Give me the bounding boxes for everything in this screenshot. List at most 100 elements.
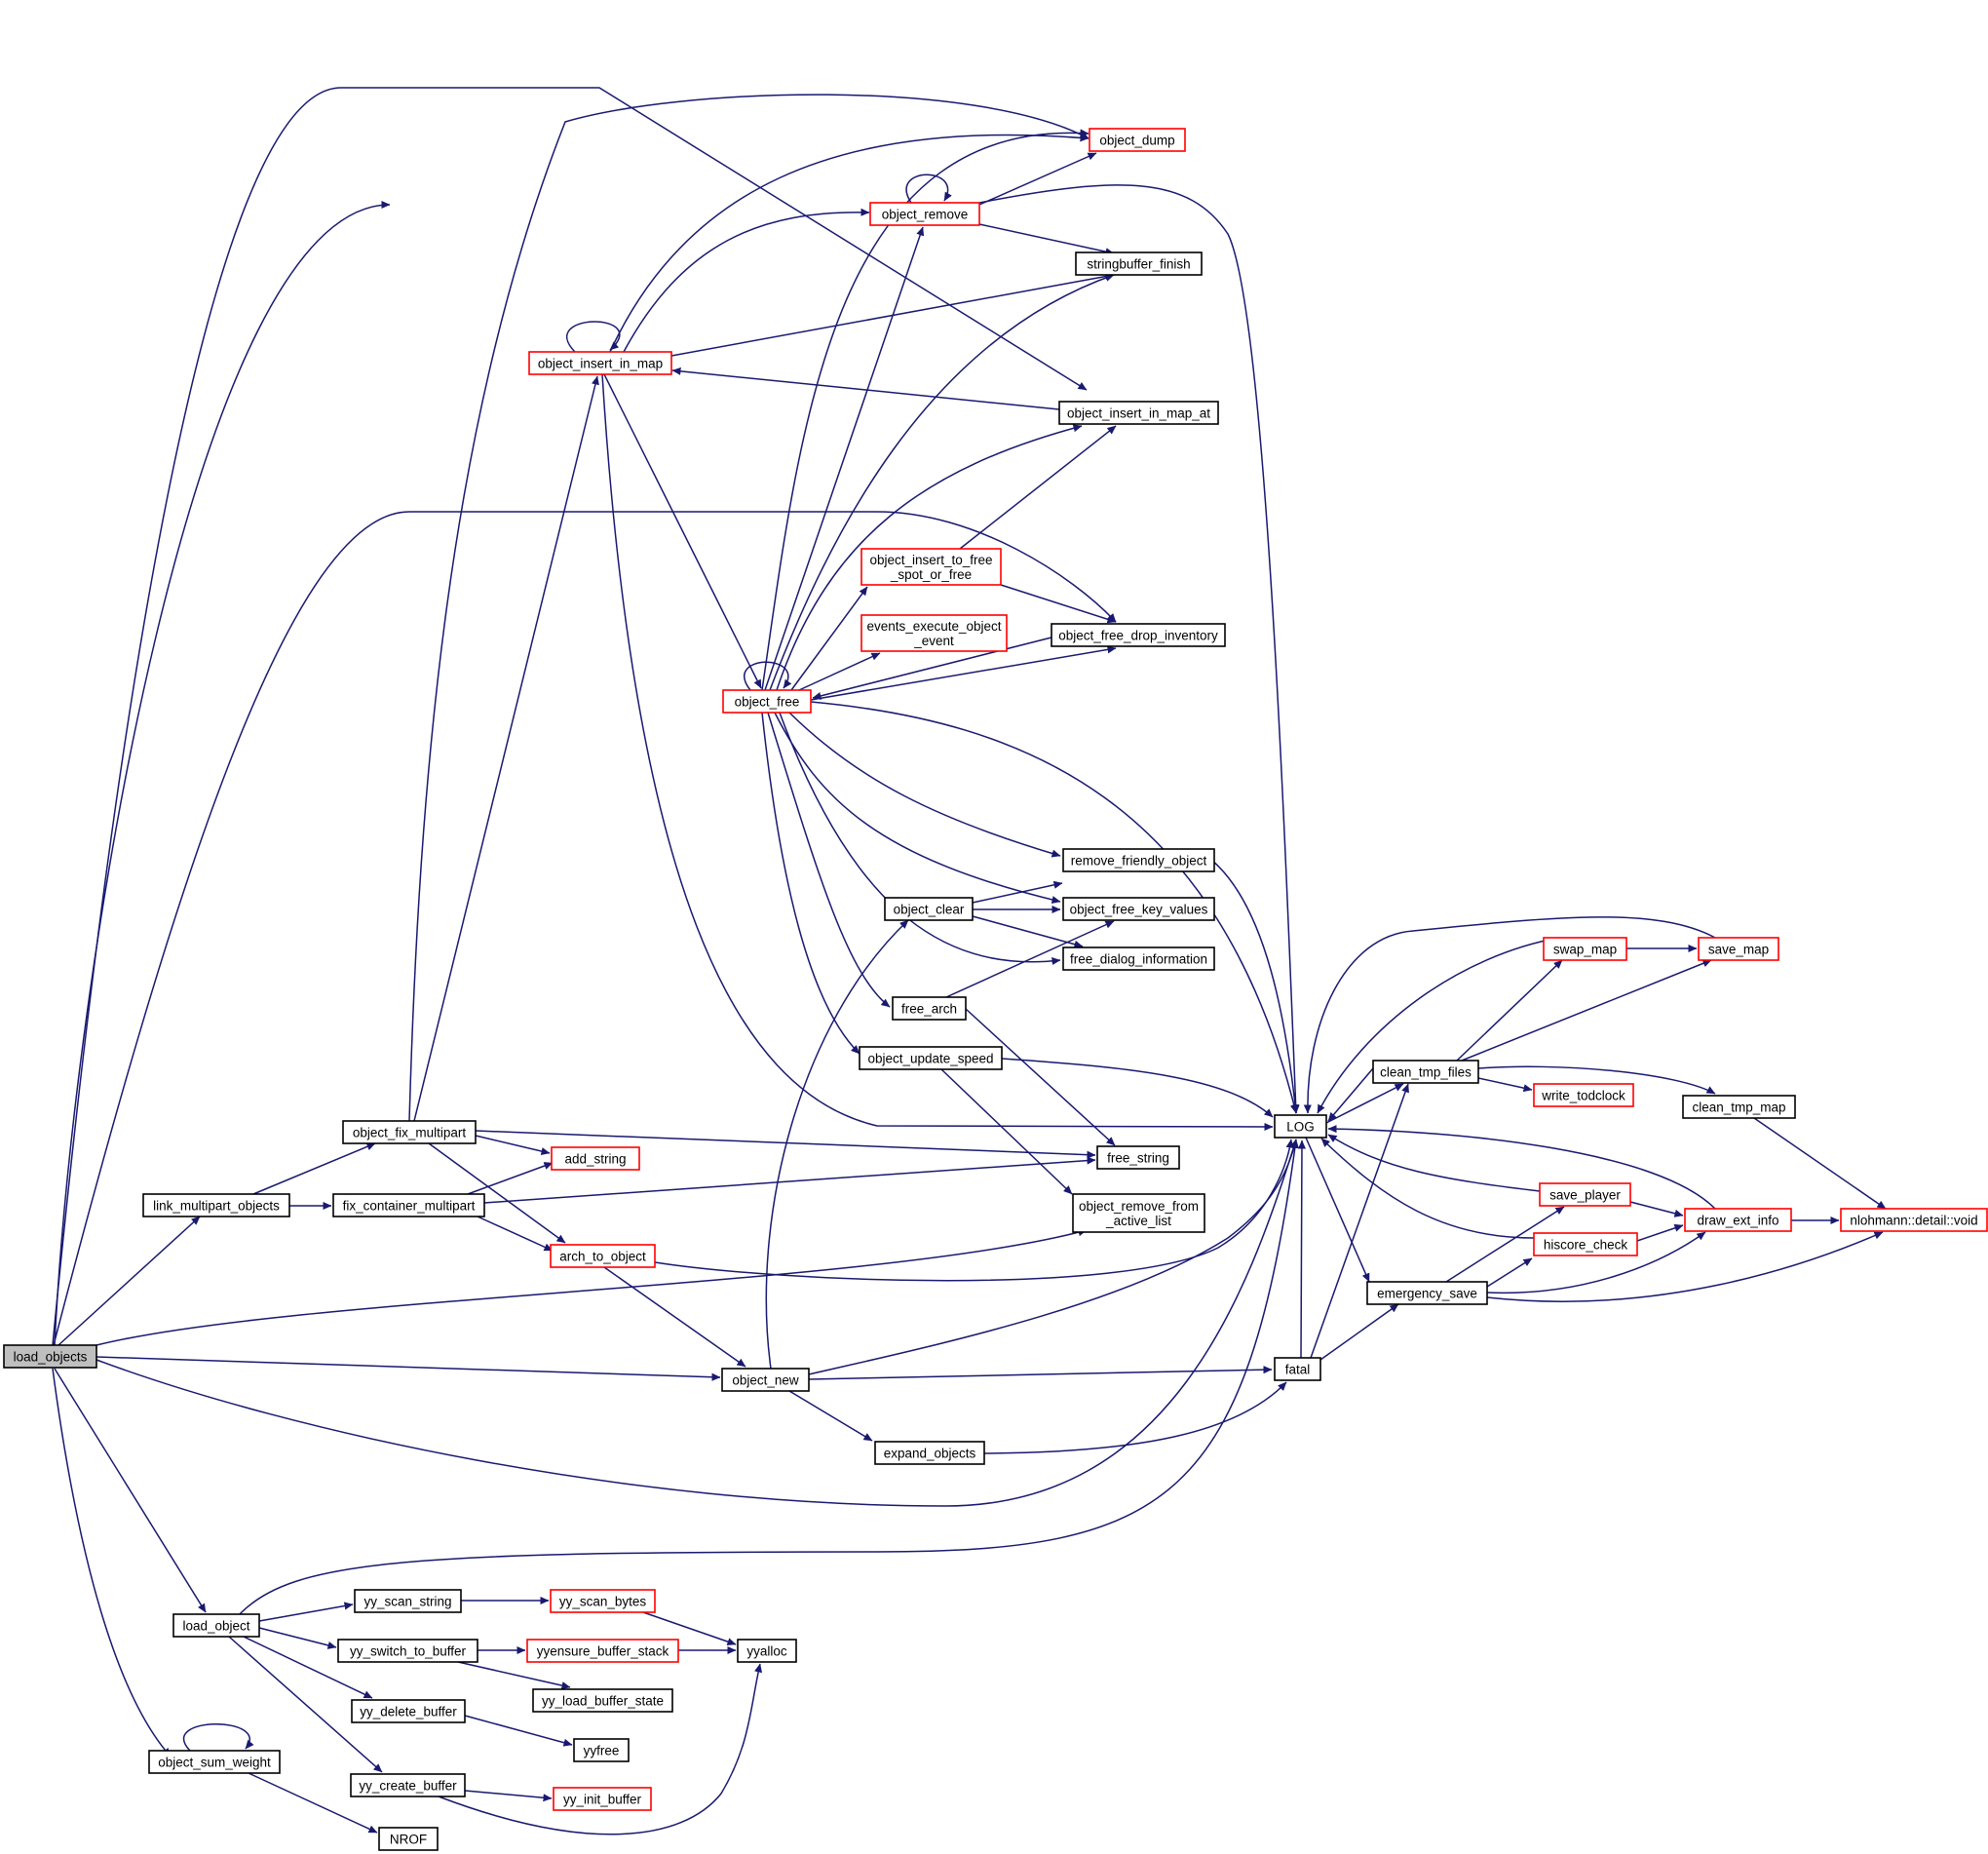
node-box: [1684, 1208, 1792, 1232]
edge-clean_tmp_files-to-save_map: [1461, 959, 1712, 1062]
node-yy-create-buffer[interactable]: yy_create_buffer: [350, 1773, 466, 1797]
edge-load_object-to-yy_scan_string: [258, 1602, 354, 1622]
node-fix-container-multipart[interactable]: fix_container_multipart: [332, 1193, 485, 1217]
node-LOG[interactable]: LOG: [1274, 1114, 1327, 1139]
edge-object_free_drop_inventory-to-object_free: [812, 637, 1052, 700]
node-yy-delete-buffer[interactable]: yy_delete_buffer: [351, 1699, 466, 1723]
node-yy-scan-string[interactable]: yy_scan_string: [354, 1589, 462, 1613]
node-draw-ext-info[interactable]: draw_ext_info: [1684, 1208, 1792, 1232]
node-yyfree[interactable]: yyfree: [573, 1738, 630, 1762]
edge-object_remove-to-LOG: [978, 184, 1300, 1114]
edge-object_sum_weight-to-NROF: [248, 1772, 378, 1834]
edge-yy_delete_buffer-to-yyfree: [464, 1715, 573, 1747]
edge-object_free-to-object_insert_in_map_at: [776, 424, 1083, 691]
node-object-new[interactable]: object_new: [721, 1368, 810, 1392]
node-object-update-speed[interactable]: object_update_speed: [859, 1046, 1003, 1070]
edge-hiscore_check-to-draw_ext_info: [1636, 1223, 1684, 1242]
node-remove-friendly-object[interactable]: remove_friendly_object: [1062, 848, 1215, 872]
edge-LOG-to-clean_tmp_files: [1325, 1083, 1404, 1124]
node-yy-scan-bytes[interactable]: yy_scan_bytes: [550, 1589, 656, 1613]
node-object-insert-in-map-at[interactable]: object_insert_in_map_at: [1058, 401, 1219, 425]
node-box: [1058, 401, 1219, 425]
edge-object_new-to-object_clear: [765, 919, 909, 1370]
node-box: [1533, 1232, 1638, 1256]
node-label: object_insert_in_map_at: [1067, 406, 1210, 421]
node-label: object_free: [735, 695, 800, 710]
node-object-free[interactable]: object_free: [722, 689, 812, 714]
edge-object_free-to-LOG: [810, 701, 1298, 1114]
node-box: [553, 1787, 652, 1811]
node-free-dialog-information[interactable]: free_dialog_information: [1062, 946, 1215, 971]
node-object-remove-from-active-list[interactable]: object_remove_from_active_list: [1072, 1193, 1205, 1233]
node-label: clean_tmp_map: [1692, 1101, 1785, 1115]
edge-object_update_speed-to-LOG: [1001, 1058, 1274, 1118]
node-label: emergency_save: [1377, 1287, 1477, 1301]
edge-object_update_speed-to-object_remove_from_active_list: [940, 1068, 1073, 1195]
edge-object_free-to-stringbuffer_finish: [769, 274, 1115, 691]
node-fatal[interactable]: fatal: [1274, 1357, 1321, 1381]
node-label: arch_to_object: [559, 1250, 646, 1264]
node-object-free-key-values[interactable]: object_free_key_values: [1062, 897, 1215, 921]
node-arch-to-object[interactable]: arch_to_object: [550, 1244, 656, 1268]
node-free-string[interactable]: free_string: [1096, 1145, 1180, 1170]
node-box: [859, 1046, 1003, 1070]
node-object-insert-to-free-spot-or-free[interactable]: object_insert_to_free_spot_or_free: [860, 548, 1002, 586]
edge-load_objects-to-LOG: [96, 1139, 1298, 1507]
edge-save_player-to-LOG: [1327, 1134, 1541, 1192]
edge-load_objects-to-object_sum_weight: [52, 1368, 172, 1757]
node-object-clear[interactable]: object_clear: [884, 897, 974, 921]
edge-load_objects-to-object_new: [96, 1356, 721, 1381]
node-add-string[interactable]: add_string: [551, 1146, 640, 1171]
node-label: yy_init_buffer: [563, 1793, 642, 1807]
node-yy-switch-to-buffer[interactable]: yy_switch_to_buffer: [337, 1639, 478, 1663]
edge-load_objects-to-link_multipart_objects: [57, 1216, 201, 1346]
nodes-layer: load_objectslink_multipart_objectsobject…: [3, 128, 1988, 1851]
node-save-player[interactable]: save_player: [1539, 1182, 1631, 1207]
node-swap-map[interactable]: swap_map: [1543, 937, 1627, 961]
node-stringbuffer-finish[interactable]: stringbuffer_finish: [1075, 251, 1203, 276]
edge-object_new-to-expand_objects: [788, 1390, 873, 1442]
node-label: object_sum_weight: [158, 1756, 271, 1770]
node-box: [1062, 946, 1215, 971]
node-label: free_string: [1107, 1151, 1169, 1166]
edge-clean_tmp_files-to-write_todclock: [1477, 1077, 1533, 1093]
node-box: [528, 351, 672, 375]
node-object-fix-multipart[interactable]: object_fix_multipart: [342, 1120, 477, 1144]
node-label: yy_delete_buffer: [360, 1705, 457, 1719]
node-clean-tmp-map[interactable]: clean_tmp_map: [1682, 1095, 1796, 1119]
node-object-dump[interactable]: object_dump: [1089, 128, 1186, 152]
node-object-sum-weight[interactable]: object_sum_weight: [148, 1750, 281, 1774]
node-expand-objects[interactable]: expand_objects: [874, 1441, 985, 1465]
node-write-todclock[interactable]: write_todclock: [1533, 1083, 1634, 1107]
node-events-execute-object-event[interactable]: events_execute_object_event: [860, 614, 1008, 652]
node-object-free-drop-inventory[interactable]: object_free_drop_inventory: [1051, 623, 1226, 647]
node-box: [737, 1639, 797, 1663]
node-free-arch[interactable]: free_arch: [892, 996, 967, 1021]
edge-fix_container_multipart-to-add_string: [467, 1162, 554, 1195]
node-hiscore-check[interactable]: hiscore_check: [1533, 1232, 1638, 1256]
edge-emergency_save-to-nlohmann_detail_void: [1486, 1231, 1884, 1302]
node-load-objects[interactable]: load_objects: [3, 1344, 97, 1369]
node-object-insert-in-map[interactable]: object_insert_in_map: [528, 351, 672, 375]
node-yy-load-buffer-state[interactable]: yy_load_buffer_state: [532, 1688, 673, 1713]
edge-free_arch-to-object_free_key_values: [945, 920, 1115, 998]
node-label: object_clear: [894, 903, 965, 917]
node-yyensure-buffer-stack[interactable]: yyensure_buffer_stack: [526, 1639, 679, 1663]
node-yyalloc[interactable]: yyalloc: [737, 1639, 797, 1663]
node-save-map[interactable]: save_map: [1698, 937, 1779, 961]
node-clean-tmp-files[interactable]: clean_tmp_files: [1372, 1060, 1479, 1084]
node-object-remove[interactable]: object_remove: [869, 202, 980, 226]
node-link-multipart-objects[interactable]: link_multipart_objects: [142, 1193, 290, 1217]
node-nlohmann-detail-void[interactable]: nlohmann::detail::void: [1840, 1208, 1988, 1232]
node-box: [1274, 1357, 1321, 1381]
node-label: yy_scan_bytes: [559, 1595, 647, 1609]
edge-object_free-to-remove_friendly_object: [788, 712, 1061, 858]
node-yy-init-buffer[interactable]: yy_init_buffer: [553, 1787, 652, 1811]
node-NROF[interactable]: NROF: [378, 1827, 439, 1851]
node-emergency-save[interactable]: emergency_save: [1366, 1281, 1488, 1305]
edge-object_insert_in_map-to-object_remove: [623, 208, 870, 353]
node-box: [1075, 251, 1203, 276]
node-load-object[interactable]: load_object: [172, 1613, 260, 1638]
edge-link_multipart_objects-to-object_fix_multipart: [252, 1142, 376, 1195]
